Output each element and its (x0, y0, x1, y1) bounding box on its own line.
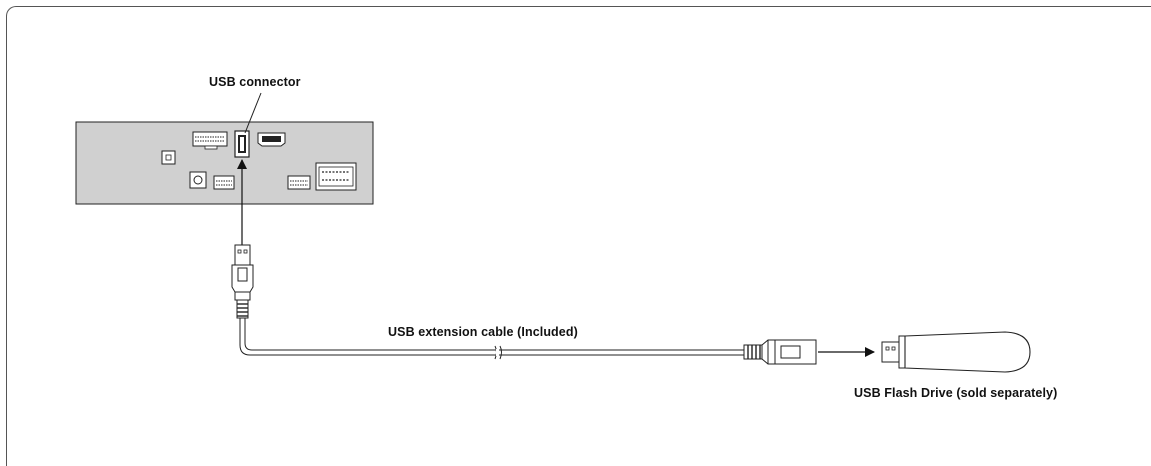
usb-port (234, 130, 250, 158)
usb-connector-label: USB connector (209, 75, 301, 89)
small-square-connector (161, 150, 176, 165)
usb-a-receptacle (743, 339, 817, 365)
head-unit-rear-panel (75, 121, 374, 205)
round-jack (189, 171, 207, 189)
pin-connector-right (287, 175, 311, 190)
usb-connector-pointer (244, 92, 262, 134)
usb-flash-drive (881, 331, 1031, 373)
main-harness-connector (315, 162, 357, 191)
extension-cable-label: USB extension cable (Included) (388, 325, 578, 339)
diagram-frame (6, 6, 1151, 466)
multi-pin-connector-top (192, 131, 228, 150)
video-port (257, 132, 286, 147)
flash-drive-label: USB Flash Drive (sold separately) (854, 386, 1058, 400)
extension-cable (239, 318, 744, 360)
small-pin-connector (213, 175, 235, 190)
usb-a-plug (231, 244, 254, 319)
